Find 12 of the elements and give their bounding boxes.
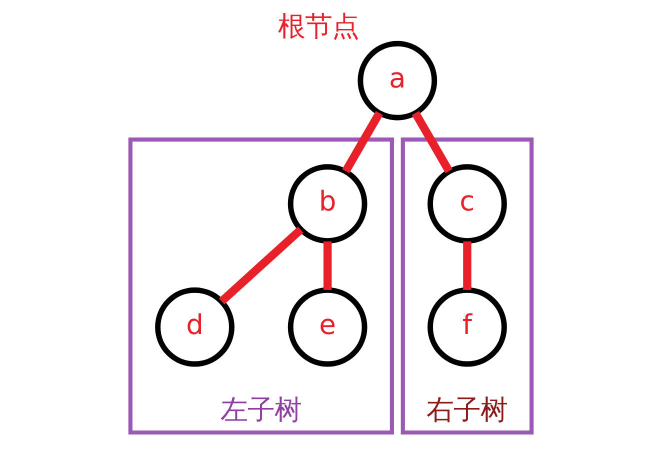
connector	[463, 241, 472, 290]
node-circle: f	[428, 287, 507, 367]
node-circle: e	[288, 287, 368, 367]
connector	[323, 241, 332, 290]
connector	[342, 110, 383, 174]
node-circle: d	[155, 287, 234, 367]
node-circle: c	[428, 164, 507, 244]
node-circle: a	[358, 40, 438, 120]
node-label: 根节点	[278, 11, 360, 42]
node-circle: b	[288, 164, 368, 244]
connector	[218, 226, 304, 304]
connector	[412, 110, 453, 174]
